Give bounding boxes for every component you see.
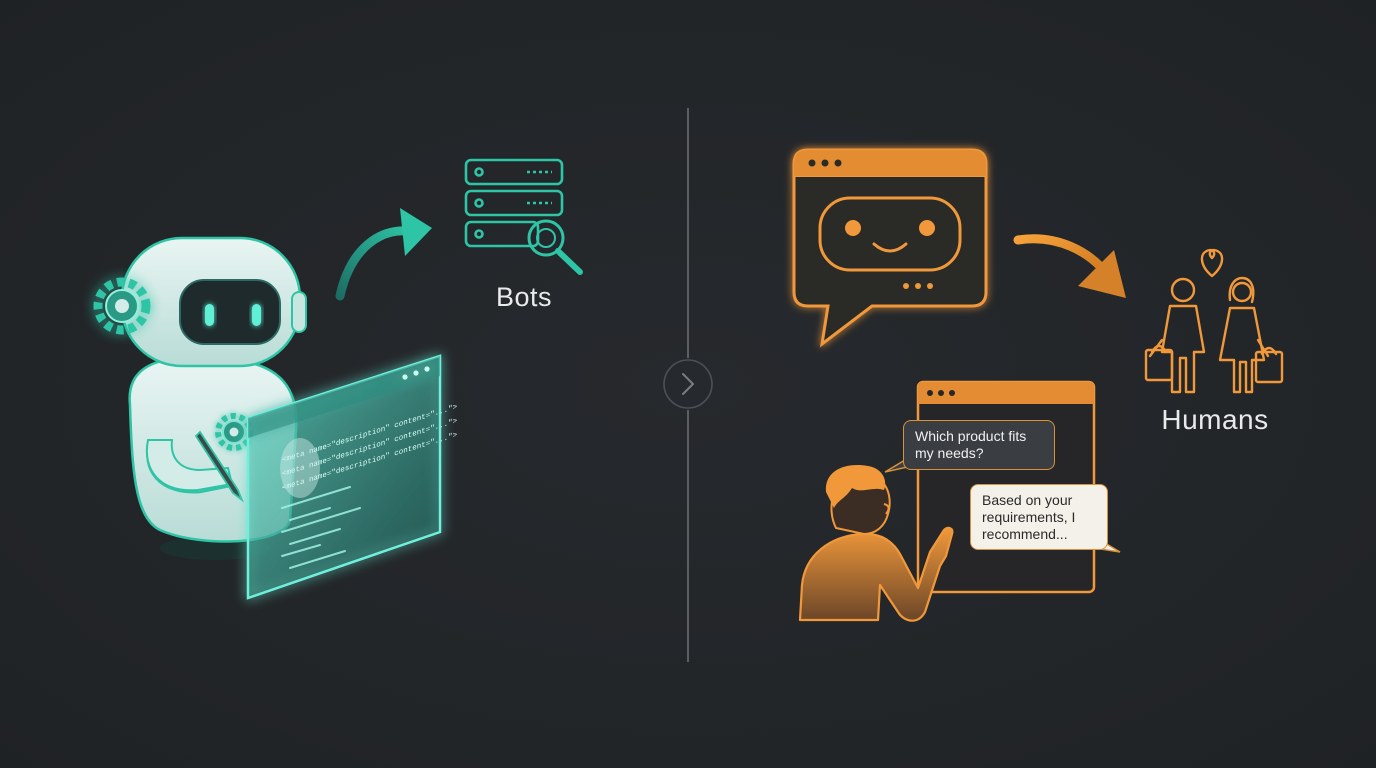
bots-label: Bots <box>495 282 553 312</box>
shoppers-couple-icon <box>1144 248 1284 394</box>
arrow-to-humans-icon <box>1013 234 1126 298</box>
arrow-to-bots-icon <box>335 208 432 301</box>
server-search-icon <box>464 158 583 275</box>
chevron-right-icon[interactable] <box>663 359 713 409</box>
chatbot-window-icon <box>792 148 988 348</box>
gear-icon <box>93 277 151 335</box>
humans-label: Humans <box>1161 404 1269 435</box>
code-screen <box>246 354 442 600</box>
person-pointing-icon <box>798 465 954 622</box>
answer-bubble: Based on your requirements, I recommend.… <box>970 484 1108 550</box>
question-bubble: Which product fits my needs? <box>903 420 1055 470</box>
